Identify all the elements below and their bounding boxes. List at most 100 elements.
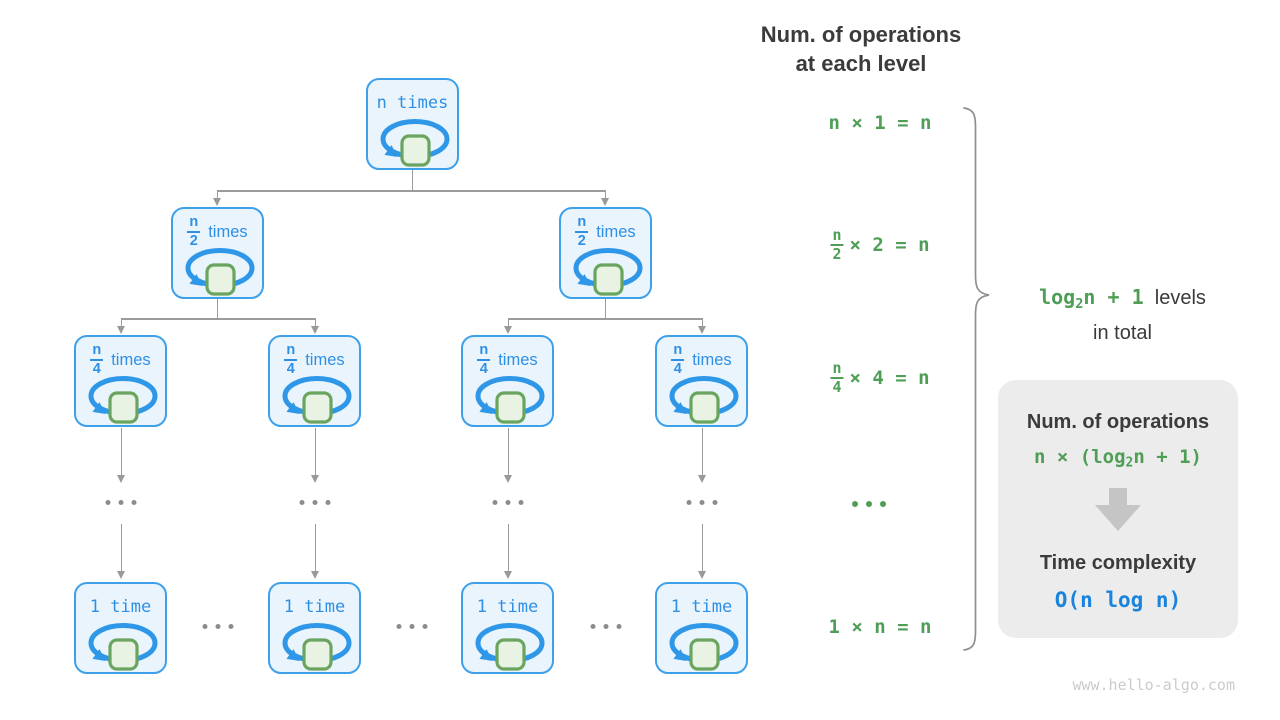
arrowhead-icon (697, 571, 706, 579)
connector-line (701, 428, 703, 475)
loop-icon (84, 621, 161, 672)
ellipsis-icon (492, 500, 524, 505)
loop-icon (665, 374, 742, 425)
arrowhead-icon (503, 475, 512, 483)
arrowhead-icon (697, 326, 706, 334)
connector-line (120, 524, 122, 571)
equation-level1: n × 1 = n (828, 112, 932, 134)
brace-icon (963, 107, 990, 651)
connector-line (701, 318, 703, 327)
watermark: www.hello-algo.com (1072, 676, 1235, 694)
tree-node-leaf-3: 1 time (461, 582, 554, 674)
connector-line (507, 318, 509, 327)
arrowhead-icon (503, 326, 512, 334)
arrowhead-icon (310, 571, 319, 579)
complexity-formula: O(n log n) (1054, 588, 1182, 612)
node-label: 1 time (476, 597, 539, 617)
connector-line (604, 299, 606, 319)
connector-line (507, 428, 509, 475)
tree-node-leaf-1: 1 time (74, 582, 167, 674)
column-header: Num. of operations at each level (731, 20, 991, 78)
ellipsis-icon (852, 501, 886, 507)
down-arrow-icon (1095, 488, 1141, 531)
ellipsis-icon (686, 500, 718, 505)
summary-box: Num. of operations n × (log2n + 1) Time … (998, 380, 1238, 638)
loop-icon (376, 117, 453, 168)
connector-line (217, 190, 606, 192)
loop-icon (278, 621, 355, 672)
equation-leaf: 1 × n = n (828, 616, 932, 638)
connector-line (121, 318, 315, 320)
tree-node-leaf-4: 1 time (655, 582, 748, 674)
node-label: n times (376, 93, 449, 113)
connector-line (314, 524, 316, 571)
connector-line (120, 318, 122, 327)
connector-line (701, 524, 703, 571)
complexity-label: Time complexity (1039, 552, 1197, 574)
connector-line (604, 190, 606, 199)
arrowhead-icon (310, 326, 319, 334)
loop-icon (569, 246, 646, 297)
connector-line (314, 318, 316, 327)
arrowhead-icon (212, 198, 221, 206)
ellipsis-icon (590, 624, 622, 629)
connector-line (314, 428, 316, 475)
connector-line (507, 524, 509, 571)
arrowhead-icon (116, 326, 125, 334)
summary-title: Num. of operations (1026, 411, 1210, 433)
node-label: 1 time (283, 597, 346, 617)
ellipsis-icon (202, 624, 234, 629)
tree-node-root: n times (366, 78, 459, 170)
connector-line (508, 318, 702, 320)
arrowhead-icon (116, 571, 125, 579)
levels-total-label: log2n + 1 levels in total (1039, 285, 1206, 344)
connector-line (216, 190, 218, 199)
node-label: 1 time (89, 597, 152, 617)
connector-line (216, 299, 218, 319)
node-label: 1 time (670, 597, 733, 617)
arrowhead-icon (310, 475, 319, 483)
loop-icon (471, 374, 548, 425)
loop-icon (665, 621, 742, 672)
column-header-line1: Num. of operations (760, 22, 962, 47)
loop-icon (84, 374, 161, 425)
loop-icon (181, 246, 258, 297)
loop-icon (471, 621, 548, 672)
connector-line (411, 170, 413, 191)
operations-formula: n × (log2n + 1) (1034, 446, 1202, 471)
connector-line (120, 428, 122, 475)
tree-node-leaf-2: 1 time (268, 582, 361, 674)
arrowhead-icon (503, 571, 512, 579)
ellipsis-icon (299, 500, 331, 505)
arrowhead-icon (697, 475, 706, 483)
ellipsis-icon (105, 500, 137, 505)
arrowhead-icon (116, 475, 125, 483)
arrowhead-icon (600, 198, 609, 206)
levels-formula: log2n + 1 (1039, 285, 1144, 312)
loop-icon (278, 374, 355, 425)
ellipsis-icon (396, 624, 428, 629)
